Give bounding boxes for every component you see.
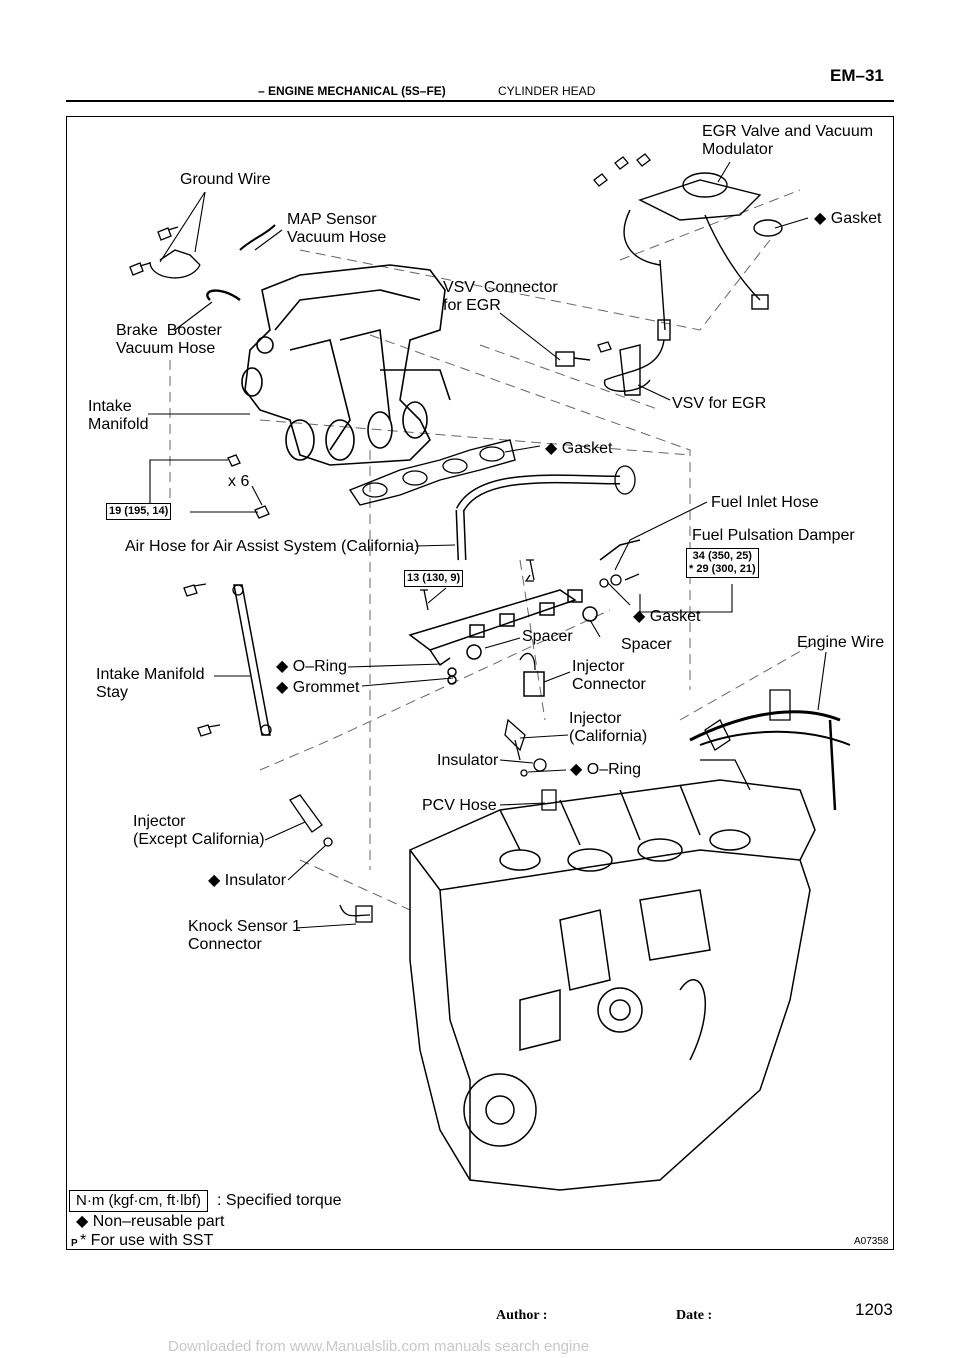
header-rule xyxy=(66,100,894,102)
footer-date: Date : xyxy=(676,1308,713,1323)
label-injector-connector: Injector Connector xyxy=(572,658,646,693)
legend-sst: * For use with SST xyxy=(80,1232,214,1249)
label-pcv-hose: PCV Hose xyxy=(422,797,497,814)
torque-box-2: 13 (130, 9) xyxy=(404,570,464,587)
label-x6: x 6 xyxy=(228,473,250,490)
legend-unit-text: : Specified torque xyxy=(217,1192,342,1209)
figure-code: A07358 xyxy=(854,1236,889,1247)
label-map-hose: MAP Sensor Vacuum Hose xyxy=(287,211,387,246)
watermark[interactable]: Downloaded from www.Manualslib.com manua… xyxy=(168,1338,590,1355)
label-egr-valve: EGR Valve and Vacuum Modulator xyxy=(702,123,874,158)
label-gasket-manifold: ◆ Gasket xyxy=(545,440,613,457)
label-gasket-damper: ◆ Gasket xyxy=(633,608,701,625)
label-intake-manifold: Intake Manifold xyxy=(88,398,149,433)
label-vsv-egr: VSV for EGR xyxy=(672,395,767,412)
legend-nonreusable: ◆ Non–reusable part xyxy=(76,1213,225,1230)
label-grommet: ◆ Grommet xyxy=(276,679,360,696)
label-injector-except: Injector (Except California) xyxy=(133,813,265,848)
label-insulator-1: Insulator xyxy=(437,752,499,769)
label-o-ring-1: ◆ O–Ring xyxy=(276,658,347,675)
label-brake-hose: Brake Booster Vacuum Hose xyxy=(116,322,222,357)
torque-box-1: 19 (195, 14) xyxy=(106,503,172,520)
label-knock-sensor: Knock Sensor 1 Connector xyxy=(188,918,301,953)
header-subsection: CYLINDER HEAD xyxy=(498,84,596,98)
footer-page-number: 1203 xyxy=(855,1300,893,1319)
p-mark: P xyxy=(71,1238,78,1249)
legend-unit-box: N·m (kgf·cm, ft·lbf) xyxy=(69,1190,208,1212)
label-o-ring-2: ◆ O–Ring xyxy=(570,761,641,778)
label-spacer-2: Spacer xyxy=(621,636,672,653)
label-fuel-inlet: Fuel Inlet Hose xyxy=(711,494,819,511)
label-stay: Intake Manifold Stay xyxy=(96,666,205,701)
header-section: – ENGINE MECHANICAL (5S–FE) xyxy=(258,84,446,98)
label-air-hose: Air Hose for Air Assist System (Californ… xyxy=(125,538,420,555)
label-spacer-1: Spacer xyxy=(522,628,573,645)
label-injector-california: Injector (California) xyxy=(569,710,648,745)
label-insulator-2: ◆ Insulator xyxy=(208,872,287,889)
torque-box-3: 34 (350, 25) * 29 (300, 21) xyxy=(686,548,759,578)
label-vsv-connector: VSV Connector for EGR xyxy=(443,279,558,314)
label-ground-wire: Ground Wire xyxy=(180,171,271,188)
page-code: EM–31 xyxy=(830,66,884,85)
label-engine-wire: Engine Wire xyxy=(797,634,885,651)
figure-frame xyxy=(66,116,894,1250)
label-fuel-damper: Fuel Pulsation Damper xyxy=(692,527,855,544)
footer-author: Author : xyxy=(496,1308,548,1323)
label-gasket-egr: ◆ Gasket xyxy=(814,210,882,227)
